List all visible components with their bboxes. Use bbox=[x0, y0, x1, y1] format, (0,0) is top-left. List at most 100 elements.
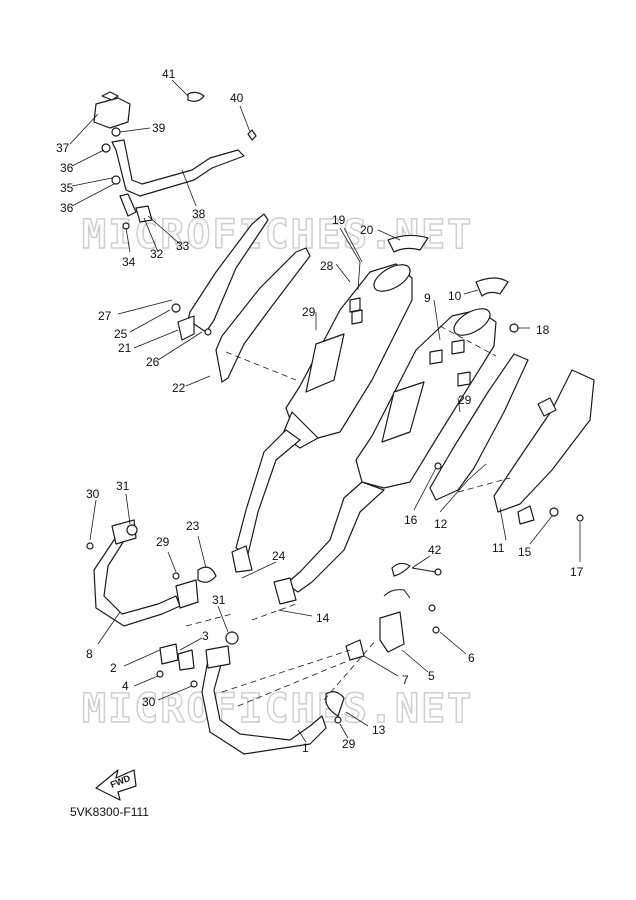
callout-31-bottom: 31 bbox=[212, 593, 226, 607]
callout-42: 42 bbox=[428, 543, 442, 557]
watermark-bottom: MICROFICHES.NET bbox=[82, 686, 473, 732]
callout-17: 17 bbox=[570, 565, 584, 579]
grommet-36-bottom bbox=[111, 175, 121, 185]
reed-valve-assembly bbox=[93, 97, 131, 129]
right-muffler bbox=[273, 308, 497, 605]
bolt-6-bottom bbox=[432, 626, 440, 634]
callout-19: 19 bbox=[332, 213, 346, 227]
nut-26 bbox=[204, 328, 212, 336]
callout-36-top: 36 bbox=[60, 161, 74, 175]
callout-15: 15 bbox=[518, 545, 532, 559]
heat-shield-assembly bbox=[171, 213, 311, 383]
callout-29-left: 29 bbox=[156, 535, 170, 549]
callout-36-bottom: 36 bbox=[60, 201, 74, 215]
air-induction-assembly bbox=[93, 91, 257, 230]
callout-7: 7 bbox=[402, 673, 409, 687]
gasket-31-left bbox=[126, 524, 138, 536]
callout-8: 8 bbox=[86, 647, 93, 661]
gasket-24-clamp bbox=[231, 545, 253, 573]
fwd-arrow: FWD bbox=[95, 769, 137, 801]
heat-shield-11 bbox=[493, 369, 595, 513]
flange-1 bbox=[205, 645, 231, 669]
callout-37: 37 bbox=[56, 141, 70, 155]
exhaust-pipe-8 bbox=[86, 519, 217, 627]
muffler-body-9 bbox=[355, 309, 497, 489]
bolt-30-top bbox=[86, 542, 94, 550]
callout-4: 4 bbox=[122, 679, 129, 693]
callout-38: 38 bbox=[192, 207, 206, 221]
callout-26: 26 bbox=[146, 355, 160, 369]
callout-23: 23 bbox=[186, 519, 200, 533]
clamp-41 bbox=[187, 91, 205, 102]
fwd-arrow-icon bbox=[95, 769, 137, 801]
callout-14: 14 bbox=[316, 611, 330, 625]
exhaust-pipe-1 bbox=[156, 631, 345, 755]
gasket-13 bbox=[325, 691, 345, 717]
left-muffler bbox=[231, 263, 413, 573]
bolt-6-top bbox=[428, 604, 436, 612]
callout-31-top: 31 bbox=[116, 479, 130, 493]
heat-shield-12 bbox=[429, 353, 529, 501]
callout-24: 24 bbox=[272, 549, 286, 563]
damper-25 bbox=[171, 303, 181, 313]
nut-16 bbox=[434, 462, 442, 470]
alignment-lines bbox=[185, 325, 511, 707]
gasket-20 bbox=[387, 234, 429, 253]
muffler-body-left bbox=[285, 263, 413, 439]
link-pipe-right bbox=[285, 481, 385, 593]
gasket-7 bbox=[345, 639, 365, 661]
gasket-14-clamp bbox=[273, 577, 297, 605]
damper-21 bbox=[177, 315, 195, 341]
gasket-3 bbox=[177, 649, 195, 671]
gasket-31-bottom bbox=[225, 631, 239, 645]
bolt-4 bbox=[156, 670, 164, 678]
flange-2 bbox=[159, 643, 179, 665]
bolt-40 bbox=[247, 129, 257, 141]
clip-39 bbox=[111, 127, 121, 137]
callout-20: 20 bbox=[360, 223, 374, 237]
callout-3: 3 bbox=[202, 629, 209, 643]
leader-lines bbox=[69, 79, 581, 743]
callout-10: 10 bbox=[448, 289, 462, 303]
callout-21: 21 bbox=[118, 341, 132, 355]
callout-18: 18 bbox=[536, 323, 550, 337]
callout-labels: 41 40 37 39 36 35 36 38 33 32 34 19 20 2… bbox=[56, 67, 584, 755]
bolt-29-bottom bbox=[334, 716, 342, 724]
callout-6: 6 bbox=[468, 651, 475, 665]
callout-5: 5 bbox=[428, 669, 435, 683]
heat-shield-22 bbox=[215, 247, 311, 383]
callout-40: 40 bbox=[230, 91, 244, 105]
callout-35: 35 bbox=[60, 181, 74, 195]
callout-39: 39 bbox=[152, 121, 166, 135]
air-hose-38 bbox=[111, 139, 245, 197]
collar-15 bbox=[549, 507, 559, 517]
clamp-42 bbox=[391, 562, 411, 577]
cover-bracket bbox=[187, 213, 269, 333]
bolt-30-bottom bbox=[190, 680, 198, 688]
link-pipe-left bbox=[235, 429, 301, 555]
muffler-guard-right bbox=[381, 381, 425, 443]
callout-29-mid: 29 bbox=[458, 393, 472, 407]
callout-32: 32 bbox=[150, 247, 164, 261]
drawing-code: 5VK8300-F111 bbox=[70, 805, 149, 819]
side-heat-shields bbox=[429, 323, 595, 525]
callout-29-top: 29 bbox=[302, 305, 316, 319]
callout-11: 11 bbox=[492, 541, 505, 555]
callout-27: 27 bbox=[98, 309, 112, 323]
muffler-guard-left bbox=[305, 333, 345, 393]
callout-33: 33 bbox=[176, 239, 190, 253]
gasket-10 bbox=[475, 277, 509, 297]
callout-28: 28 bbox=[320, 259, 334, 273]
callout-30-top: 30 bbox=[86, 487, 100, 501]
callout-16: 16 bbox=[404, 513, 418, 527]
callout-22: 22 bbox=[172, 381, 186, 395]
callout-29-bottom: 29 bbox=[342, 737, 356, 751]
callout-34: 34 bbox=[122, 255, 136, 269]
bolt-17 bbox=[576, 514, 584, 522]
pipe-33 bbox=[119, 193, 137, 217]
callout-13: 13 bbox=[372, 723, 386, 737]
gasket-23 bbox=[197, 566, 217, 583]
callout-12: 12 bbox=[434, 517, 448, 531]
joint-assembly bbox=[345, 562, 442, 661]
